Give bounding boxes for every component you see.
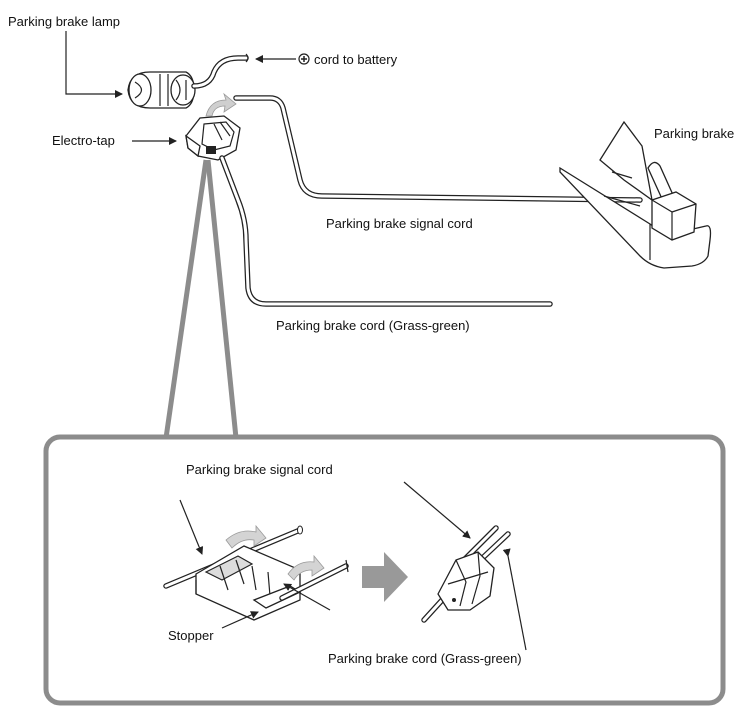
- parking-brake-cord-wire: [219, 155, 553, 307]
- leader-inset-cord-right: [502, 548, 527, 651]
- electro-tap-icon: [185, 115, 241, 161]
- leader-stopper: [221, 611, 259, 629]
- leader-inset-signal-cord-left: [179, 499, 204, 555]
- label-parking-brake-signal-cord: Parking brake signal cord: [326, 216, 473, 231]
- label-cord-to-battery: cord to battery: [314, 52, 398, 67]
- leader-inset-signal-cord: [403, 481, 471, 539]
- label-inset-parking-brake-signal-cord: Parking brake signal cord: [186, 462, 333, 477]
- closed-electro-tap-icon: [421, 525, 511, 623]
- plus-in-circle-icon: [298, 53, 310, 65]
- bend-arrow-icon: [205, 92, 237, 117]
- open-electro-tap-icon: [163, 525, 349, 621]
- label-parking-brake: Parking brake: [654, 126, 734, 141]
- label-stopper: Stopper: [168, 628, 214, 643]
- leader-parking-brake-lamp: [65, 31, 123, 98]
- inset-box: [43, 434, 726, 706]
- inset-bend-arrow-2-icon: [287, 554, 325, 581]
- label-electro-tap: Electro-tap: [52, 133, 115, 148]
- zoom-line-right: [205, 159, 239, 439]
- parking-brake-lamp-icon: [127, 71, 196, 109]
- inset-bend-arrow-1-icon: [225, 524, 267, 549]
- zoom-line-left: [163, 159, 209, 439]
- label-inset-parking-brake-cord: Parking brake cord (Grass-green): [328, 651, 522, 666]
- parking-brake-icon: [559, 120, 712, 269]
- label-parking-brake-cord: Parking brake cord (Grass-green): [276, 318, 470, 333]
- leader-inset-cord-left: [283, 583, 331, 611]
- transition-arrow-icon: [362, 552, 408, 602]
- label-parking-brake-lamp: Parking brake lamp: [8, 14, 120, 29]
